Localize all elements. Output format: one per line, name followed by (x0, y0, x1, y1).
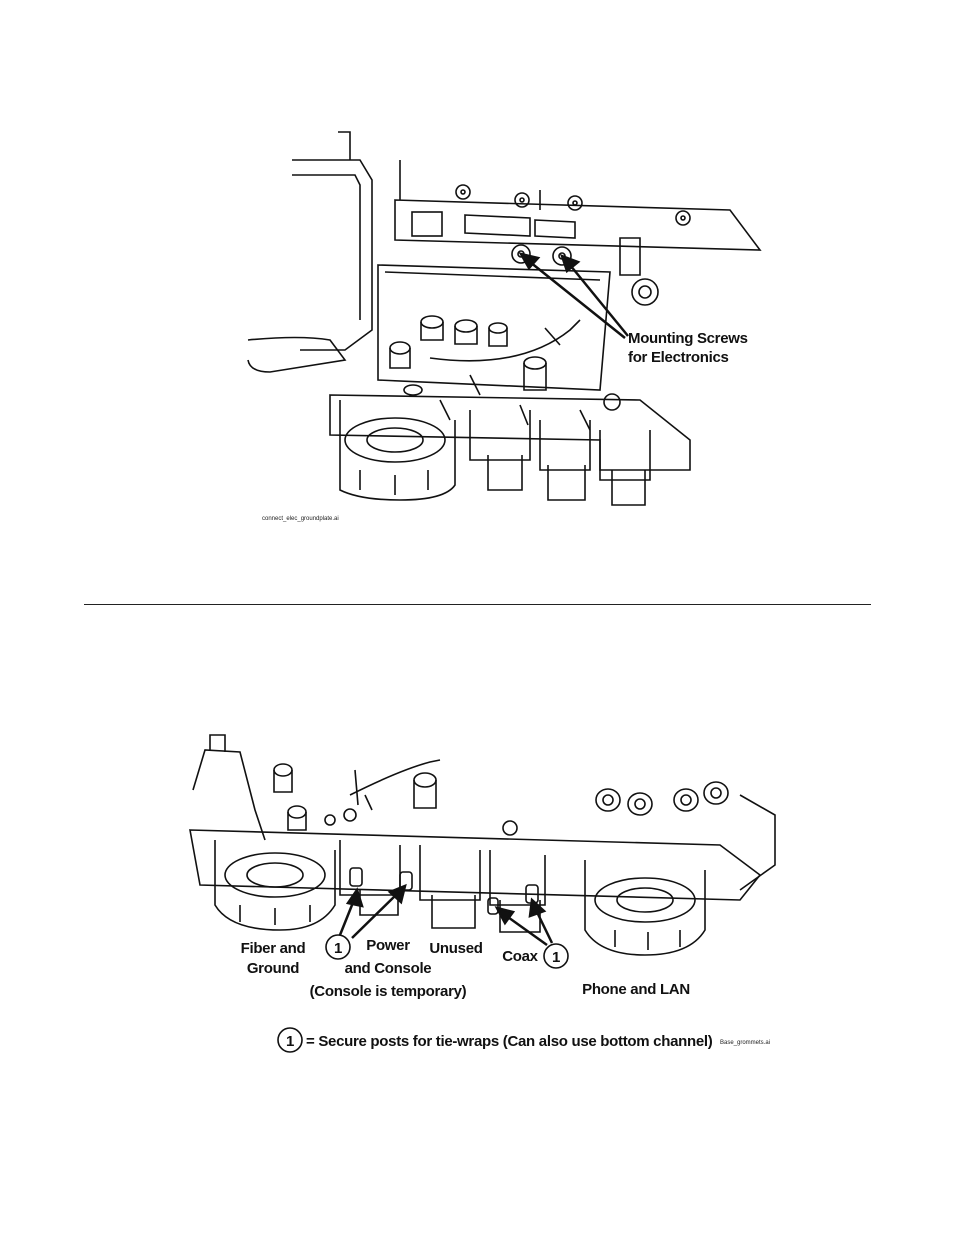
label-phone-lan: Phone and LAN (582, 981, 690, 998)
callout-label-line1: Mounting Screws (628, 330, 748, 347)
label-unused: Unused (429, 940, 482, 957)
label-fiber-line1: Fiber and (241, 940, 306, 957)
marker-1-coax: 1 (544, 944, 568, 968)
label-power-line2: and Console (345, 960, 432, 977)
figure1-filename: connect_elec_groundplate.ai (262, 516, 339, 522)
label-coax: Coax (502, 948, 538, 965)
callout-label-line2: for Electronics (628, 349, 729, 366)
label-power-line3: (Console is temporary) (310, 983, 467, 1000)
label-fiber-line2: Ground (247, 960, 299, 977)
marker-1-power: 1 (326, 935, 350, 959)
figure-electronics-mounting: Mounting Screws for Electronics connect_… (0, 0, 954, 560)
figure2-filename: Base_grommets.ai (720, 1040, 770, 1046)
section-divider (84, 604, 871, 605)
svg-text:1: 1 (552, 949, 560, 966)
legend-text: = Secure posts for tie-wraps (Can also u… (306, 1033, 713, 1050)
legend: 1 = Secure posts for tie-wraps (Can also… (278, 1028, 713, 1052)
mounting-drawing (248, 132, 760, 505)
svg-text:1: 1 (286, 1033, 294, 1050)
svg-text:1: 1 (334, 940, 342, 957)
figure-base-grommets: 1 1 Fiber and Ground Power and Console (… (0, 700, 954, 1080)
grommets-drawing (190, 735, 775, 955)
label-power-line1: Power (366, 937, 410, 954)
